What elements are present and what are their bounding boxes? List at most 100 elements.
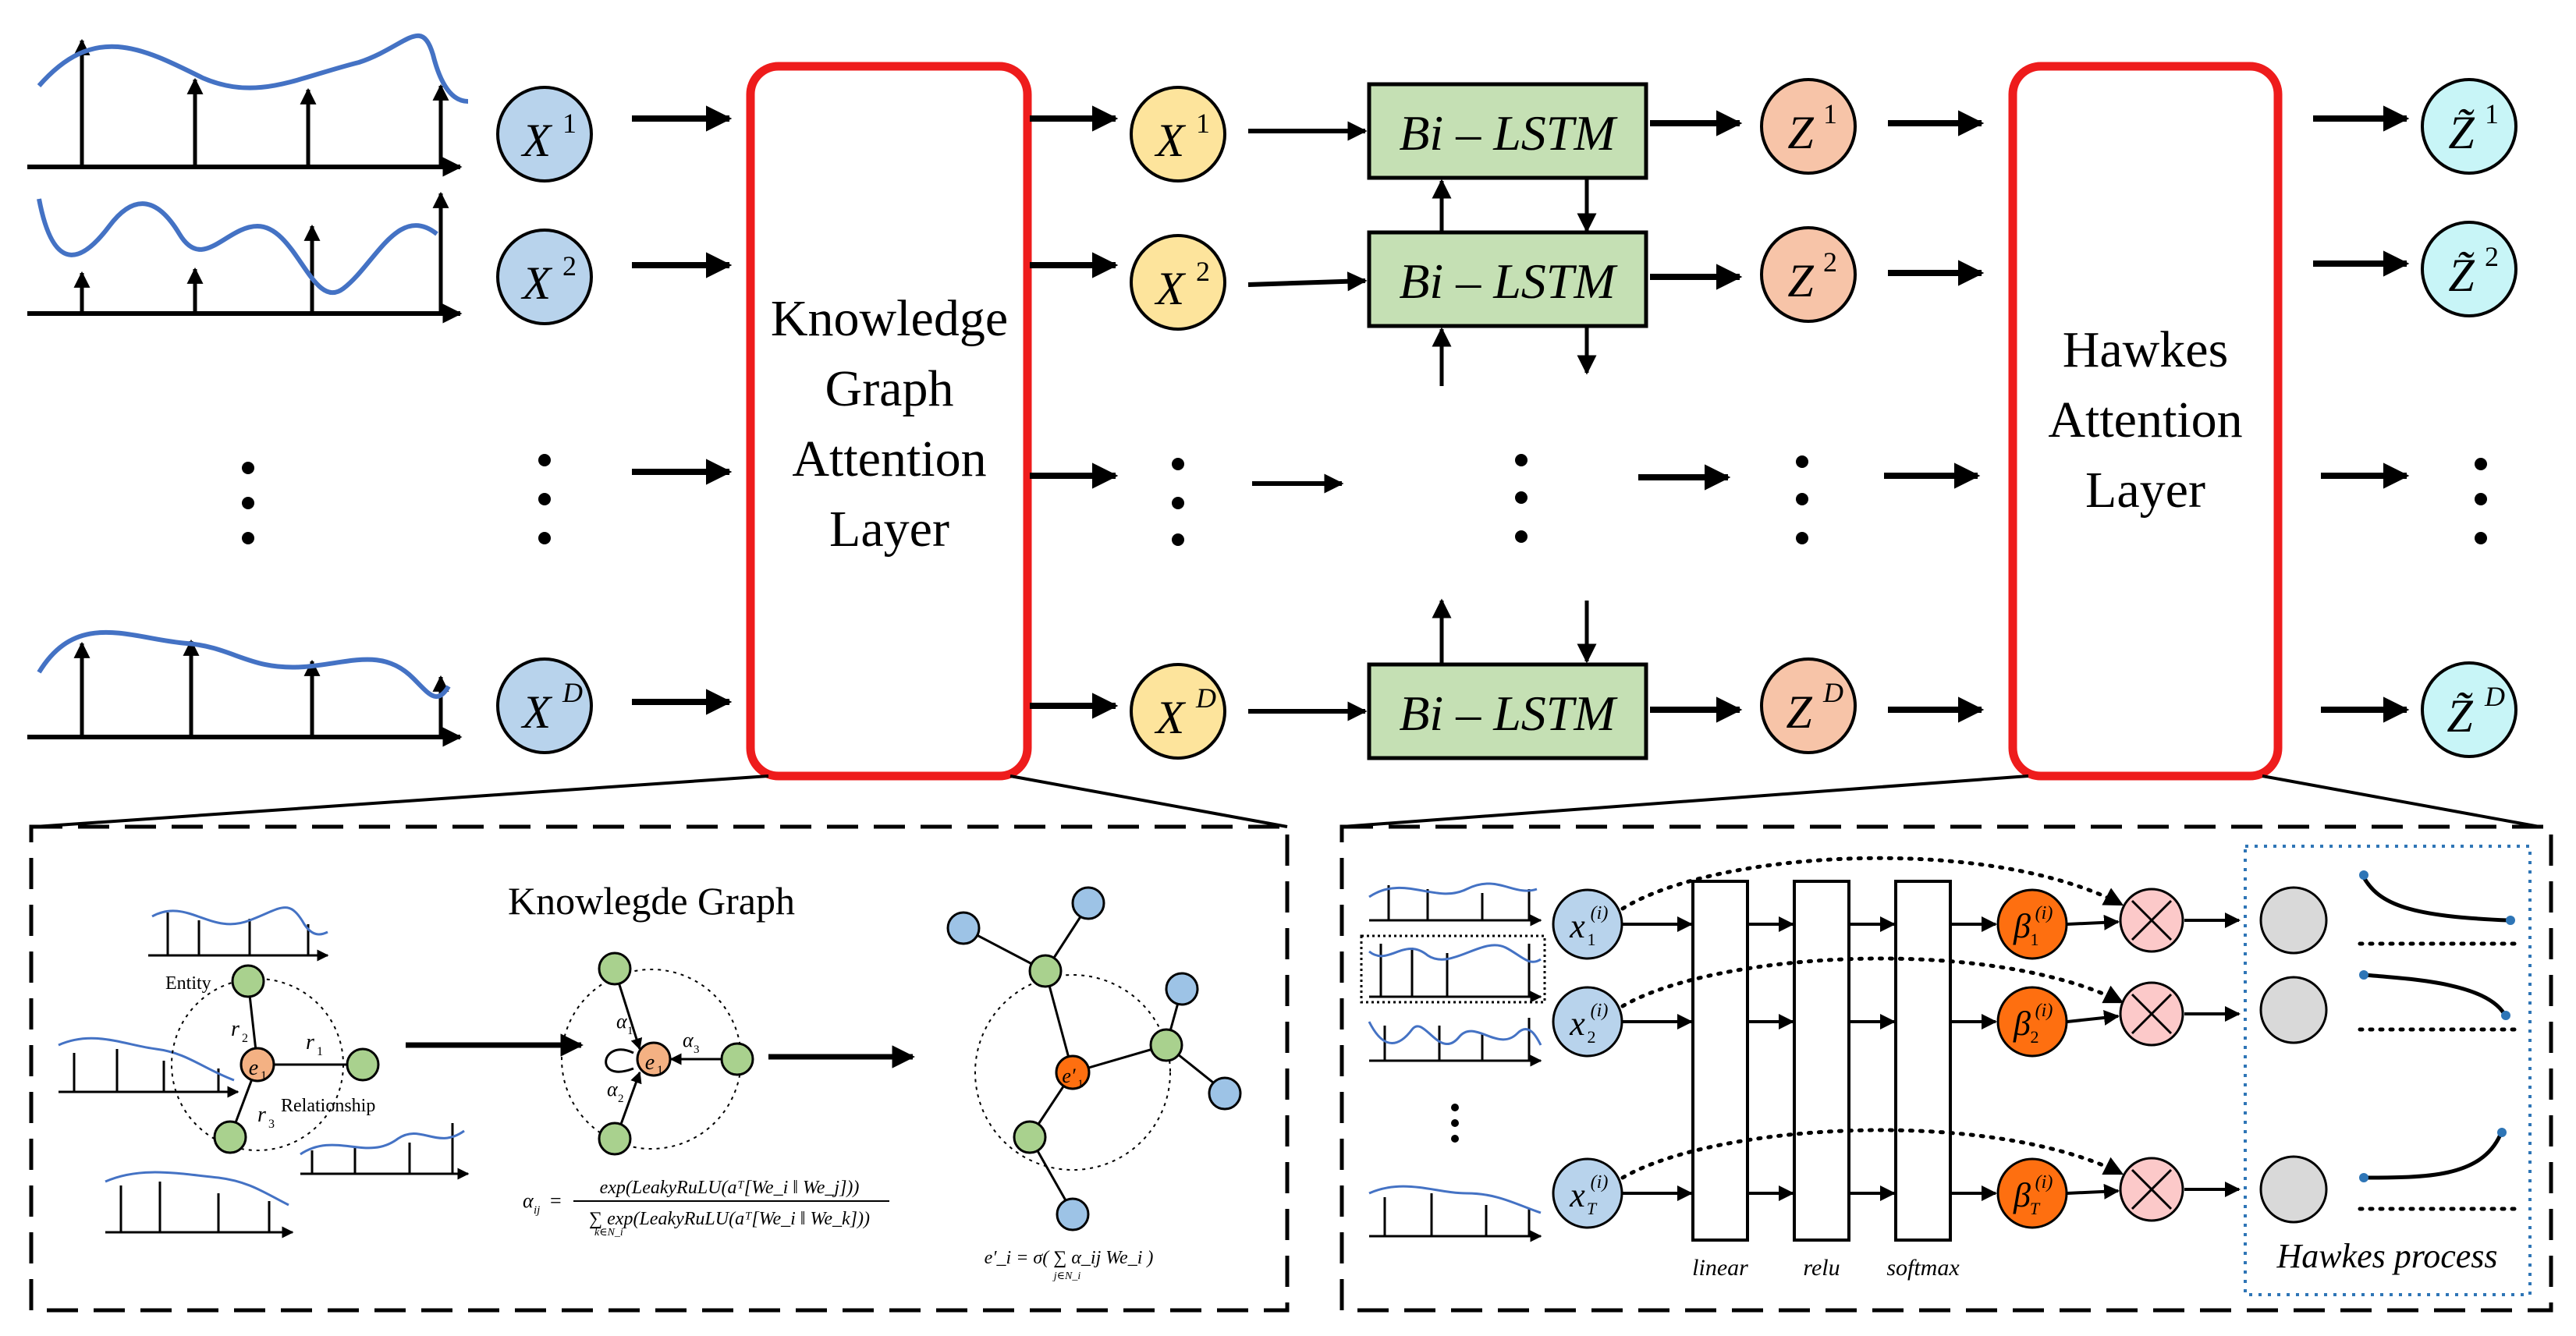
hidden-node-z2: Z 2 [1760, 226, 1857, 323]
input-node-xD: X D [496, 657, 593, 754]
svg-text:T: T [1587, 1199, 1598, 1218]
svg-text:(i): (i) [1591, 903, 1609, 923]
svg-text:x: x [1569, 907, 1585, 945]
hawkes-process-box [2244, 845, 2532, 1296]
svg-text:β: β [2013, 907, 2031, 945]
input-node-ellipsis [538, 454, 551, 544]
svg-text:1: 1 [657, 1064, 663, 1077]
svg-text:3: 3 [268, 1118, 275, 1131]
linear-label: linear [1692, 1255, 1748, 1281]
svg-text:X: X [521, 257, 553, 309]
hawkes-signal-ellipsis [1451, 1104, 1459, 1143]
svg-text:α: α [683, 1029, 694, 1051]
hawkes-xT-node: x (i) T [1552, 1157, 1623, 1229]
svg-text:1: 1 [2031, 930, 2039, 949]
output-node-z2: Z̃ 2 [2421, 221, 2517, 317]
hawkes-betaT-node: β (i) T [1996, 1157, 2068, 1229]
input-row-ellipsis [242, 462, 254, 544]
kg-panel-title: Knowlegde Graph [508, 879, 795, 923]
svg-text:2: 2 [1823, 246, 1837, 278]
embedded-node-xD: X D [1130, 663, 1226, 760]
svg-text:exp(LeakyRuLU(aᵀ[We_i ‖ We_j]): exp(LeakyRuLU(aᵀ[We_i ‖ We_j])) [600, 1178, 860, 1198]
svg-text:2: 2 [2031, 1027, 2039, 1047]
svg-text:Layer: Layer [2085, 462, 2205, 519]
svg-text:Graph: Graph [825, 360, 954, 417]
svg-text:Bi – LSTM: Bi – LSTM [1399, 105, 1618, 161]
hawkes-x2-node: x (i) 2 [1552, 986, 1623, 1058]
svg-text:k∈N_i: k∈N_i [594, 1227, 623, 1239]
input-node-x2: X 2 [496, 229, 593, 325]
svg-text:2: 2 [242, 1032, 248, 1045]
input-signal-row2 [27, 191, 463, 324]
bilstm-cell-row2: Bi – LSTM [1367, 230, 1648, 328]
arrows-from-hawkes-layer [2313, 105, 2410, 723]
arrows-from-kg-layer [1030, 105, 1119, 719]
svg-text:1: 1 [317, 1045, 323, 1058]
svg-text:T: T [2030, 1199, 2041, 1218]
svg-text:1: 1 [2485, 98, 2499, 129]
hawkes-detail-panel: x (i) 1 x (i) 2 x (i) T linear relu soft… [1339, 824, 2553, 1313]
svg-text:X: X [521, 115, 553, 166]
kg-detail-panel: Knowlegde Graph [29, 824, 1290, 1313]
svg-text:Z: Z [1787, 255, 1814, 307]
embedded-node-x1: X 1 [1130, 86, 1226, 183]
svg-text:∑ exp(LeakyRuLU(aᵀ[We_i ‖ We_k: ∑ exp(LeakyRuLU(aᵀ[We_i ‖ We_k])) [589, 1209, 870, 1229]
hawkes-multiply-nodes [2119, 888, 2184, 1222]
relu-label: relu [1803, 1255, 1840, 1281]
hawkes-beta2-node: β (i) 2 [1996, 986, 2068, 1058]
hawkes-process-label: Hawkes process [2276, 1237, 2497, 1275]
hidden-node-zD: Z D [1760, 657, 1857, 754]
arrows-to-hidden [1638, 110, 1743, 723]
svg-text:Layer: Layer [829, 501, 949, 558]
svg-text:r: r [306, 1030, 314, 1054]
svg-text:1: 1 [627, 1025, 633, 1037]
svg-text:α: α [616, 1010, 628, 1033]
svg-text:x: x [1569, 1005, 1585, 1043]
svg-text:Z: Z [1786, 686, 1812, 738]
svg-text:D: D [562, 677, 583, 708]
kg-small-signal-top [148, 906, 329, 962]
svg-text:j∈N_i: j∈N_i [1052, 1270, 1081, 1282]
softmax-layer-bar [1894, 880, 1952, 1242]
svg-text:α: α [523, 1189, 534, 1212]
svg-text:2: 2 [562, 250, 577, 282]
svg-text:Knowledge: Knowledge [771, 290, 1008, 347]
bilstm-ellipsis [1515, 454, 1528, 543]
svg-text:X: X [1155, 263, 1187, 314]
arrows-to-kg-layer [632, 105, 733, 715]
svg-text:Hawkes: Hawkes [2063, 321, 2229, 378]
svg-text:ij: ij [534, 1204, 540, 1217]
hawkes-attention-layer: Hawkes Attention Layer [2008, 62, 2283, 781]
input-node-x1: X 1 [496, 86, 593, 183]
svg-text:3: 3 [694, 1044, 700, 1056]
hawkes-skip-connections [1620, 856, 2124, 1180]
svg-text:e: e [249, 1056, 258, 1080]
svg-text:(i): (i) [2035, 1001, 2053, 1021]
relationship-label: Relationship [281, 1096, 375, 1116]
svg-text:(i): (i) [1591, 1172, 1609, 1192]
svg-text:X: X [1155, 115, 1187, 166]
hawkes-x1-node: x (i) 1 [1552, 888, 1623, 960]
svg-text:Bi – LSTM: Bi – LSTM [1399, 253, 1618, 309]
hidden-node-ellipsis [1796, 455, 1808, 544]
svg-text:1: 1 [562, 108, 577, 139]
input-signal-rowD [27, 629, 463, 747]
svg-text:1: 1 [1077, 1078, 1084, 1090]
svg-text:1: 1 [261, 1069, 267, 1083]
svg-text:Z: Z [1787, 107, 1814, 158]
svg-text:e′: e′ [1062, 1065, 1076, 1087]
svg-text:1: 1 [1588, 930, 1596, 949]
svg-text:D: D [2484, 681, 2505, 712]
svg-text:X: X [521, 686, 553, 738]
embedded-node-x2: X 2 [1130, 234, 1226, 331]
softmax-label: softmax [1886, 1255, 1960, 1281]
svg-text:2: 2 [1196, 256, 1210, 287]
svg-text:β: β [2013, 1176, 2031, 1214]
entity-label: Entity [165, 973, 211, 994]
svg-text:Z̃: Z̃ [2448, 250, 2475, 301]
linear-layer-bar [1691, 880, 1749, 1242]
svg-text:D: D [1822, 677, 1843, 708]
relu-layer-bar [1793, 880, 1850, 1242]
output-node-zD: Z̃ D [2421, 661, 2517, 758]
svg-text:Attention: Attention [2048, 392, 2242, 448]
